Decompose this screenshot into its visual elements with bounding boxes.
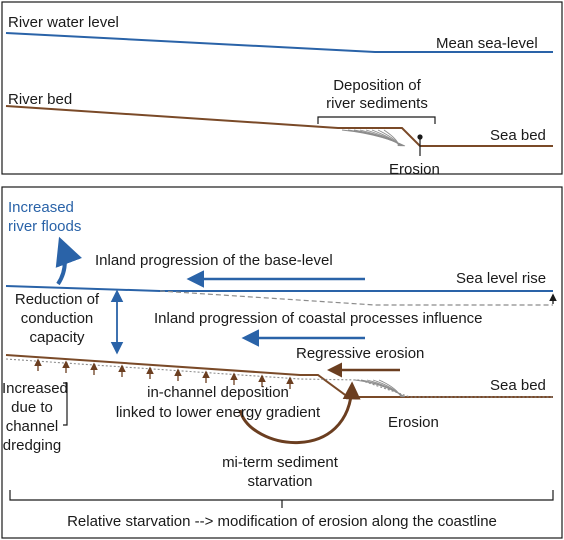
- previous-water-level-dashed: [159, 290, 553, 306]
- river-bed-line: [5, 105, 553, 147]
- increased-river-floods-label-2: river floods: [8, 218, 82, 235]
- top-panel-frame: [1, 1, 563, 175]
- inland-coastal-label: Inland progression of coastal processes …: [154, 310, 483, 327]
- deposition-label-2: river sediments: [326, 95, 428, 112]
- in-channel-deposition-arrows: [34, 358, 294, 389]
- in-channel-deposition-label-2: linked to lower energy gradient: [115, 404, 321, 421]
- increased-river-floods-label-1: Increased: [8, 199, 74, 216]
- sea-bed-label-top: Sea bed: [490, 127, 546, 144]
- river-bed-label-top: River bed: [8, 91, 73, 108]
- inland-base-level-label: Inland progression of the base-level: [95, 252, 333, 269]
- dredging-label-2: due to: [11, 399, 53, 416]
- erosion-label-top: Erosion: [389, 161, 440, 178]
- erosion-label-bottom: Erosion: [388, 414, 439, 431]
- bottom-panel-frame: [1, 186, 563, 539]
- reduction-label-1: Reduction of: [14, 291, 100, 308]
- river-floods-arrow: [55, 236, 82, 286]
- reduction-label-2: conduction: [20, 310, 94, 327]
- bottom-bracket: [9, 490, 554, 501]
- sediment-layers-bottom: [354, 379, 406, 398]
- dredging-label-4: dredging: [2, 437, 62, 454]
- dredging-label-1: Increased: [2, 380, 68, 397]
- sea-bed-label-bottom: Sea bed: [490, 377, 546, 394]
- mean-sea-level-label: Mean sea-level: [436, 35, 538, 52]
- sediment-layers-top: [341, 129, 406, 147]
- in-channel-deposition-label-1: in-channel deposition: [147, 384, 289, 401]
- reduction-label-3: capacity: [29, 329, 85, 346]
- dredging-bracket: [63, 382, 68, 426]
- sediment-starvation-label-2: starvation: [247, 473, 313, 490]
- sea-level-rise-label: Sea level rise: [456, 270, 547, 287]
- dredging-label-3: channel: [5, 418, 59, 435]
- river-water-level-label: River water level: [8, 14, 119, 31]
- deposition-label-1: Deposition of: [333, 77, 421, 94]
- sediment-starvation-arrow: [238, 381, 361, 445]
- river-water-level-line: [5, 32, 553, 53]
- deposition-bracket: [317, 116, 436, 124]
- relative-starvation-label: Relative starvation --> modification of …: [67, 513, 497, 530]
- sediment-starvation-label-1: mi-term sediment: [222, 454, 338, 471]
- regressive-erosion-label: Regressive erosion: [296, 345, 425, 362]
- previous-bed-dotted: [5, 358, 553, 398]
